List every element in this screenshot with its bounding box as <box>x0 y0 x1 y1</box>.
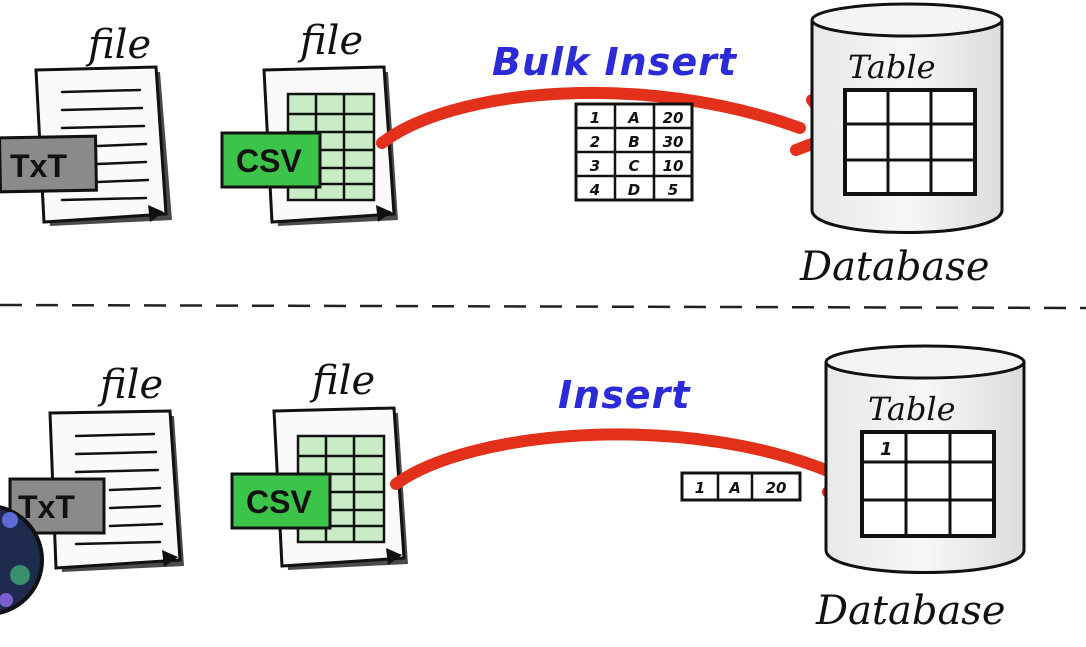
db-label-bottom: Database <box>815 588 1006 634</box>
database-table-grid-top <box>843 88 977 196</box>
csv-file-caption-bottom: file <box>309 358 375 404</box>
bulk-insert-label: Bulk Insert <box>492 40 738 84</box>
bulk-table-cell: 10 <box>663 157 684 175</box>
bulk-table-cell: C <box>628 157 639 175</box>
txt-file-caption-bottom: file <box>97 362 163 408</box>
section-divider <box>0 303 1086 310</box>
bulk-table-cell: 4 <box>589 181 600 199</box>
svg-text:CSV: CSV <box>236 143 302 179</box>
csv-badge-top: CSV <box>220 131 322 189</box>
svg-text:TxT: TxT <box>18 489 75 525</box>
database-table-grid-bottom <box>860 430 996 538</box>
csv-file-document-bottom <box>272 406 408 570</box>
txt-file-caption-top: file <box>85 22 151 68</box>
presenter-avatar <box>0 505 44 615</box>
bulk-data-table: 1 A 20 2 B 30 3 C 10 4 D 5 <box>574 102 694 202</box>
csv-file-caption-top: file <box>297 18 363 64</box>
bulk-table-cell: A <box>627 109 640 127</box>
csv-badge-bottom: CSV <box>230 472 332 530</box>
bulk-table-cell: 30 <box>663 133 684 151</box>
svg-text:TxT: TxT <box>10 148 67 184</box>
txt-badge-top: TxT <box>0 134 98 194</box>
single-row-cell: 1 <box>695 479 705 497</box>
bulk-table-cell: D <box>628 181 640 199</box>
bulk-table-cell: 1 <box>590 109 600 127</box>
single-row-cell: A <box>728 479 741 497</box>
bulk-table-cell: 20 <box>663 109 684 127</box>
db-table-label-top: Table <box>848 48 936 86</box>
db-table-label-bottom: Table <box>868 390 956 428</box>
svg-text:CSV: CSV <box>246 484 312 520</box>
insert-single-row: 1 A 20 <box>680 471 802 502</box>
db-label-top: Database <box>799 244 990 290</box>
insert-label: Insert <box>558 373 691 417</box>
bulk-table-cell: 3 <box>590 157 600 175</box>
db-inserted-cell: 1 <box>880 439 893 460</box>
single-row-cell: 20 <box>766 479 787 497</box>
database-cylinder-bottom: 1 <box>824 344 1026 574</box>
bulk-table-cell: 5 <box>668 181 678 199</box>
database-cylinder-top <box>810 2 1004 234</box>
bulk-table-cell: B <box>628 133 639 151</box>
bulk-table-cell: 2 <box>590 133 600 151</box>
